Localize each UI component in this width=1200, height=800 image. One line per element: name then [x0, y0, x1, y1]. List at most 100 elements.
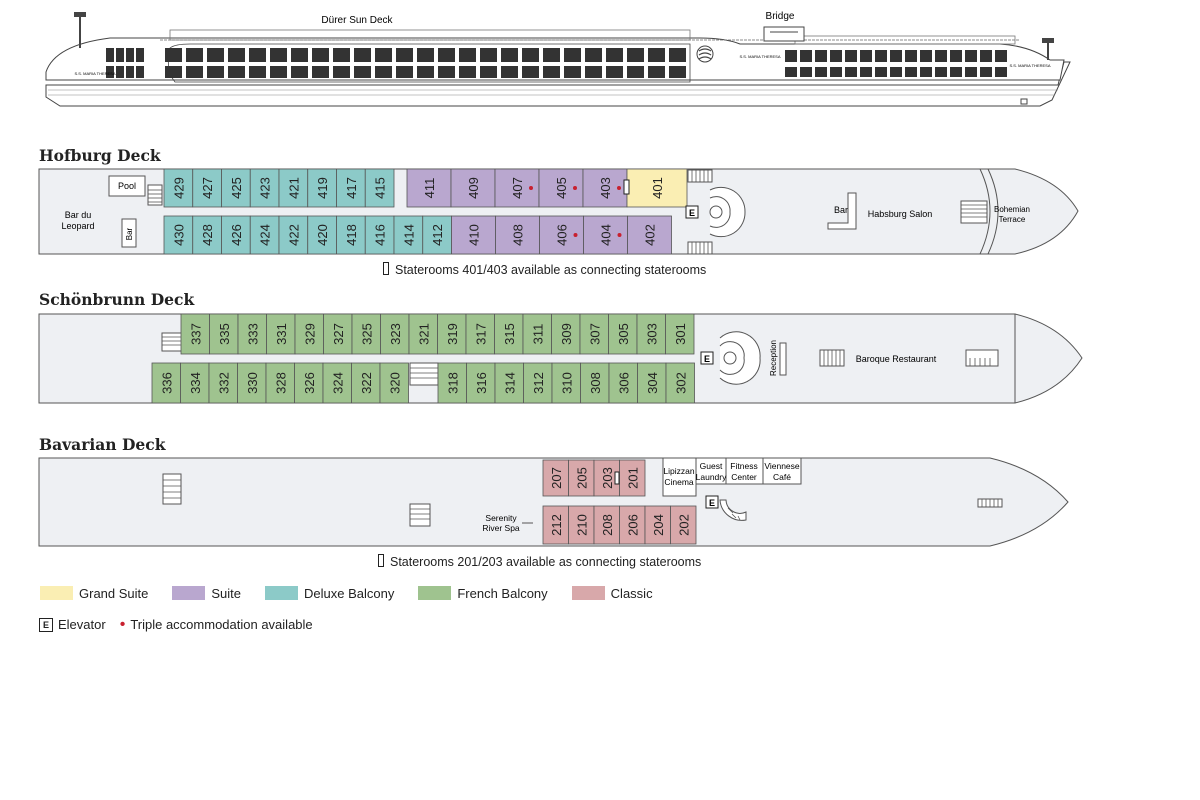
cabin-207[interactable]: 207	[542, 459, 569, 497]
cabin-316[interactable]: 316	[466, 362, 496, 404]
cabin-427[interactable]: 427	[192, 168, 222, 208]
cabin-419[interactable]: 419	[307, 168, 337, 208]
cabin-314[interactable]: 314	[494, 362, 524, 404]
cabin-315[interactable]: 315	[494, 313, 524, 355]
cabin-328[interactable]: 328	[265, 362, 295, 404]
salon-bar-label: Bar	[834, 205, 848, 215]
ship-window	[543, 66, 560, 78]
ship-window	[126, 66, 134, 78]
cabin-326[interactable]: 326	[294, 362, 324, 404]
cabin-410[interactable]: 410	[451, 215, 496, 255]
cabin-403[interactable]: 403	[582, 168, 628, 208]
cabin-312[interactable]: 312	[523, 362, 553, 404]
cabin-336[interactable]: 336	[151, 362, 181, 404]
cabin-421[interactable]: 421	[278, 168, 309, 208]
cabin-307[interactable]: 307	[579, 313, 609, 355]
ship-window	[830, 67, 842, 77]
cabin-210[interactable]: 210	[568, 505, 595, 545]
cabin-319[interactable]: 319	[437, 313, 467, 355]
cabin-429[interactable]: 429	[163, 168, 194, 208]
cabin-335[interactable]: 335	[209, 313, 239, 355]
cabin-409[interactable]: 409	[450, 168, 496, 208]
cabin-420[interactable]: 420	[307, 215, 337, 255]
ship-window	[845, 50, 857, 62]
cabin-309[interactable]: 309	[551, 313, 581, 355]
cabin-334[interactable]: 334	[180, 362, 210, 404]
cabin-408[interactable]: 408	[495, 215, 540, 255]
cabin-414[interactable]: 414	[393, 215, 424, 255]
cabin-416[interactable]: 416	[364, 215, 395, 255]
cabin-number: 333	[245, 323, 260, 345]
cabin-324[interactable]: 324	[322, 362, 352, 404]
cabin-401[interactable]: 401	[626, 168, 688, 208]
cabin-325[interactable]: 325	[351, 313, 381, 355]
cabin-306[interactable]: 306	[608, 362, 638, 404]
cabin-422[interactable]: 422	[278, 215, 309, 255]
ship-window	[965, 67, 977, 77]
lipizzan-label: Lipizzan	[663, 466, 694, 476]
cabin-404[interactable]: 404	[583, 215, 628, 255]
cabin-405[interactable]: 405	[538, 168, 584, 208]
cabin-428[interactable]: 428	[192, 215, 222, 255]
cabin-406[interactable]: 406	[539, 215, 584, 255]
cabin-202[interactable]: 202	[670, 505, 697, 545]
cabin-423[interactable]: 423	[249, 168, 280, 208]
cabin-number: 206	[625, 514, 640, 536]
cabin-204[interactable]: 204	[644, 505, 671, 545]
cabin-304[interactable]: 304	[637, 362, 667, 404]
cabin-402[interactable]: 402	[627, 215, 672, 255]
cabin-201[interactable]: 201	[619, 459, 646, 497]
cabin-337[interactable]: 337	[180, 313, 210, 355]
cabin-418[interactable]: 418	[336, 215, 366, 255]
cabin-206[interactable]: 206	[619, 505, 646, 545]
cabin-318[interactable]: 318	[437, 362, 467, 404]
cabin-number: 323	[388, 323, 403, 345]
cabin-number: 201	[625, 467, 640, 489]
cabin-301[interactable]: 301	[665, 313, 695, 355]
ship-window	[501, 66, 518, 78]
cabin-323[interactable]: 323	[380, 313, 410, 355]
cabin-331[interactable]: 331	[266, 313, 296, 355]
cabin-number: 412	[430, 224, 445, 246]
cabin-411[interactable]: 411	[406, 168, 452, 208]
triple-dot-icon	[529, 186, 533, 190]
cabin-417[interactable]: 417	[336, 168, 366, 208]
ship-window	[354, 48, 371, 62]
cabin-311[interactable]: 311	[522, 313, 552, 355]
cabin-number: 316	[474, 372, 489, 394]
cabin-number: 426	[229, 224, 244, 246]
cabin-number: 422	[286, 224, 301, 246]
cabin-322[interactable]: 322	[351, 362, 381, 404]
cabin-415[interactable]: 415	[364, 168, 395, 208]
cabin-302[interactable]: 302	[665, 362, 695, 404]
cabin-310[interactable]: 310	[551, 362, 581, 404]
cabin-305[interactable]: 305	[608, 313, 638, 355]
cabin-320[interactable]: 320	[379, 362, 409, 404]
cabin-303[interactable]: 303	[636, 313, 666, 355]
cabin-317[interactable]: 317	[465, 313, 495, 355]
cabin-430[interactable]: 430	[163, 215, 194, 255]
ship-window	[950, 67, 962, 77]
cabin-332[interactable]: 332	[208, 362, 238, 404]
elevator-schonbrunn: E	[704, 354, 710, 364]
bavarian-note-text: Staterooms 201/203 available as connecti…	[390, 555, 702, 569]
cabin-205[interactable]: 205	[568, 459, 595, 497]
cabin-208[interactable]: 208	[593, 505, 620, 545]
cabin-329[interactable]: 329	[294, 313, 324, 355]
cabin-424[interactable]: 424	[249, 215, 280, 255]
cabin-330[interactable]: 330	[237, 362, 267, 404]
ship-window	[417, 48, 434, 62]
cabin-426[interactable]: 426	[221, 215, 251, 255]
cabin-425[interactable]: 425	[221, 168, 251, 208]
cabin-321[interactable]: 321	[408, 313, 438, 355]
cabin-333[interactable]: 333	[237, 313, 267, 355]
ship-window	[543, 48, 560, 62]
cabin-327[interactable]: 327	[323, 313, 353, 355]
cabin-412[interactable]: 412	[422, 215, 452, 255]
cabin-308[interactable]: 308	[580, 362, 610, 404]
cabin-212[interactable]: 212	[542, 505, 569, 545]
cabin-407[interactable]: 407	[494, 168, 540, 208]
